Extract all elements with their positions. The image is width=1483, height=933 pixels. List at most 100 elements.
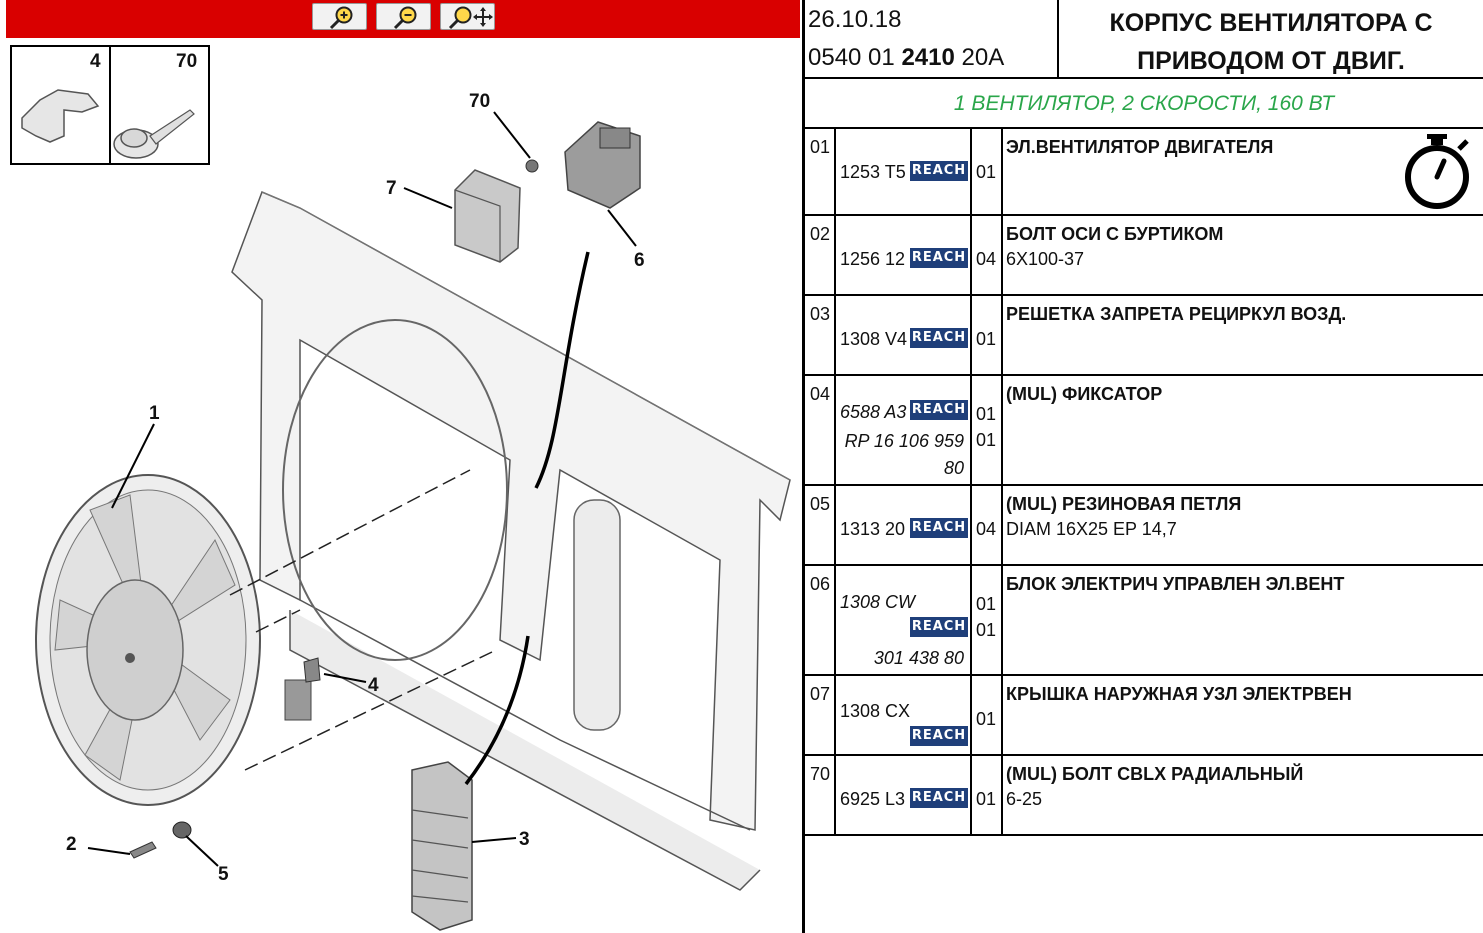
inset-label-4: 4 bbox=[90, 51, 101, 72]
row-index-cell: 01 bbox=[805, 129, 836, 214]
callout-leaders bbox=[87, 111, 637, 867]
catalog-meta: 26.10.18 0540 01 2410 20A bbox=[805, 0, 1059, 79]
control-unit-part bbox=[564, 121, 641, 209]
qty-cell: 01 bbox=[972, 129, 1003, 214]
part-number[interactable]: 6588 A3 bbox=[840, 402, 907, 422]
part-description: (MUL) БОЛТ CBLX РАДИАЛЬНЫЙ bbox=[1006, 764, 1304, 784]
control-cover-part bbox=[454, 169, 521, 263]
qty-cell: 04 bbox=[972, 216, 1003, 294]
callout-4: 4 bbox=[368, 675, 379, 696]
catalog-code-prefix: 0540 01 bbox=[808, 44, 895, 71]
qty-cell: 01 bbox=[972, 676, 1003, 754]
part-number[interactable]: 80 bbox=[943, 458, 964, 478]
fastener-inset: 4 70 bbox=[10, 45, 210, 165]
stopwatch-icon[interactable] bbox=[1401, 131, 1477, 215]
zoom-in-button[interactable] bbox=[312, 3, 367, 30]
catalog-date: 26.10.18 bbox=[808, 6, 902, 33]
callout-3: 3 bbox=[519, 829, 530, 850]
description-cell: (MUL) ФИКСАТОР bbox=[1003, 376, 1483, 484]
recirculation-grille-part bbox=[411, 761, 473, 931]
part-spec: 6Х100-37 bbox=[1006, 249, 1085, 269]
callout-2: 2 bbox=[66, 834, 77, 855]
quantity: 04 bbox=[976, 519, 997, 539]
row-index-cell: 02 bbox=[805, 216, 836, 294]
clip-4-part bbox=[303, 657, 321, 683]
inset-label-70: 70 bbox=[176, 51, 197, 72]
row-index: 02 bbox=[810, 224, 831, 244]
quantity: 01 bbox=[976, 594, 997, 614]
quantity: 01 bbox=[976, 329, 997, 349]
zoom-in-icon bbox=[329, 6, 353, 30]
callout-70: 70 bbox=[469, 91, 490, 112]
quantity: 01 bbox=[976, 404, 997, 424]
zoom-out-button[interactable] bbox=[376, 3, 431, 30]
part-number[interactable]: 1253 T5 bbox=[840, 162, 906, 182]
part-number[interactable]: RP 16 106 959 bbox=[844, 431, 964, 451]
zoom-out-icon bbox=[393, 6, 417, 30]
part-description: (MUL) ФИКСАТОР bbox=[1006, 384, 1163, 404]
part-number[interactable]: 1308 CW bbox=[840, 592, 916, 612]
row-index: 03 bbox=[810, 304, 831, 324]
description-cell: КРЫШКА НАРУЖНАЯ УЗЛ ЭЛЕКТРВЕН bbox=[1003, 676, 1483, 754]
part-number[interactable]: 1313 20 bbox=[840, 519, 906, 539]
quantity: 01 bbox=[976, 709, 997, 729]
zoom-pan-button[interactable] bbox=[440, 3, 495, 30]
panel-divider bbox=[802, 0, 805, 933]
catalog-header: 26.10.18 0540 01 2410 20A КОРПУС ВЕНТИЛЯ… bbox=[805, 0, 1483, 79]
row-index-cell: 05 bbox=[805, 486, 836, 564]
row-index: 04 bbox=[810, 384, 831, 404]
part-spec: DIAM 16Х25 EP 14,7 bbox=[1006, 519, 1177, 539]
reach-badge: REACH bbox=[910, 518, 968, 538]
callouts: 70 7 6 1 4 2 5 3 bbox=[66, 91, 645, 885]
part-number[interactable]: 1308 V4 bbox=[840, 329, 908, 349]
exploded-parts-diagram: 4 70 bbox=[10, 45, 791, 931]
part-number[interactable]: 6925 L3 bbox=[840, 789, 906, 809]
quantity: 01 bbox=[976, 789, 997, 809]
row-index: 06 bbox=[810, 574, 831, 594]
row-index-cell: 07 bbox=[805, 676, 836, 754]
catalog-code-suffix: 20A bbox=[961, 44, 1005, 71]
qty-cell: 01 bbox=[972, 756, 1003, 834]
description-cell: БЛОК ЭЛЕКТРИЧ УПРАВЛЕН ЭЛ.ВЕНТ bbox=[1003, 566, 1483, 674]
description-cell: ЭЛ.ВЕНТИЛЯТОР ДВИГАТЕЛЯ bbox=[1003, 129, 1483, 214]
row-index: 05 bbox=[810, 494, 831, 514]
bolt-2-part bbox=[129, 841, 157, 859]
radiator-frame bbox=[231, 191, 791, 891]
page-title-line-2: ПРИВОДОМ ОТ ДВИГ. bbox=[1137, 47, 1405, 75]
part-description: БЛОК ЭЛЕКТРИЧ УПРАВЛЕН ЭЛ.ВЕНТ bbox=[1006, 574, 1345, 594]
description-cell: РЕШЕТКА ЗАПРЕТА РЕЦИРКУЛ ВОЗД. bbox=[1003, 296, 1483, 374]
qty-cell: 01 bbox=[972, 296, 1003, 374]
part-number[interactable]: 1308 CX bbox=[840, 701, 911, 721]
row-index: 70 bbox=[810, 764, 831, 784]
reach-badge: REACH bbox=[910, 248, 968, 268]
zoom-pan-icon bbox=[448, 6, 493, 30]
quantity: 01 bbox=[976, 430, 997, 450]
screw-70-part bbox=[525, 159, 539, 173]
qty-cell: 04 bbox=[972, 486, 1003, 564]
row-index-cell: 06 bbox=[805, 566, 836, 674]
part-number[interactable]: 301 438 80 bbox=[873, 648, 964, 668]
reach-badge: REACH bbox=[910, 161, 968, 181]
part-number[interactable]: 1256 12 bbox=[840, 249, 906, 269]
reach-badge: REACH bbox=[910, 400, 968, 420]
grommet-5-part bbox=[172, 821, 192, 839]
reach-badge: REACH bbox=[910, 788, 968, 808]
variant-label: 1 ВЕНТИЛЯТОР, 2 СКОРОСТИ, 160 ВТ bbox=[805, 79, 1483, 129]
row-index-cell: 70 bbox=[805, 756, 836, 834]
row-index: 01 bbox=[810, 137, 831, 157]
